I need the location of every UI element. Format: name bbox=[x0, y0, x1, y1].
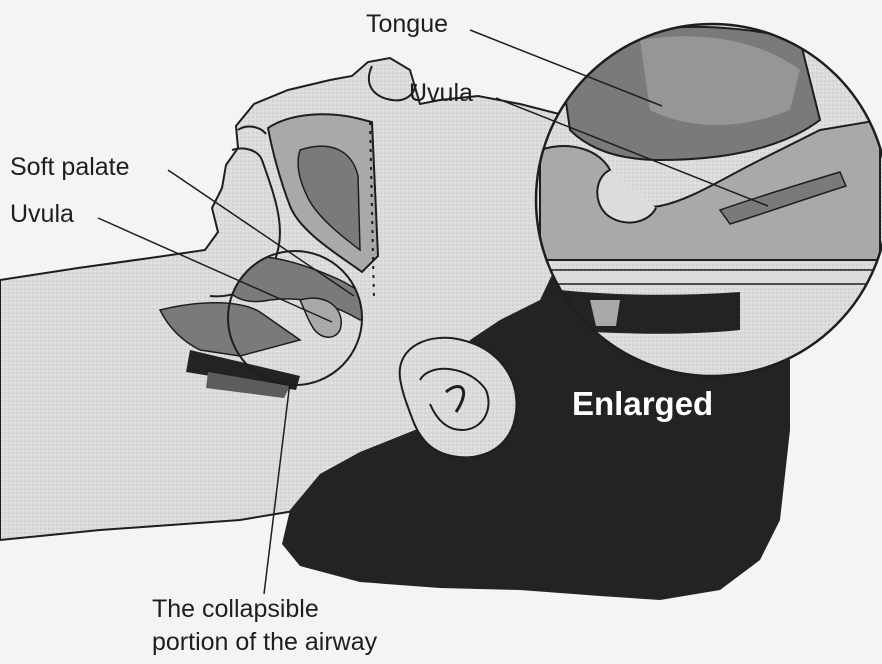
soft-palate-label: Soft palate bbox=[10, 153, 130, 182]
caption-line-2: portion of the airway bbox=[152, 626, 377, 659]
uvula-enlarged-label: Uvula bbox=[409, 79, 473, 108]
caption-line-1: The collapsible bbox=[152, 593, 377, 626]
airway-caption: The collapsible portion of the airway bbox=[152, 593, 377, 659]
enlarged-label: Enlarged bbox=[572, 385, 713, 423]
uvula-label: Uvula bbox=[10, 200, 74, 229]
tongue-label: Tongue bbox=[366, 10, 448, 39]
